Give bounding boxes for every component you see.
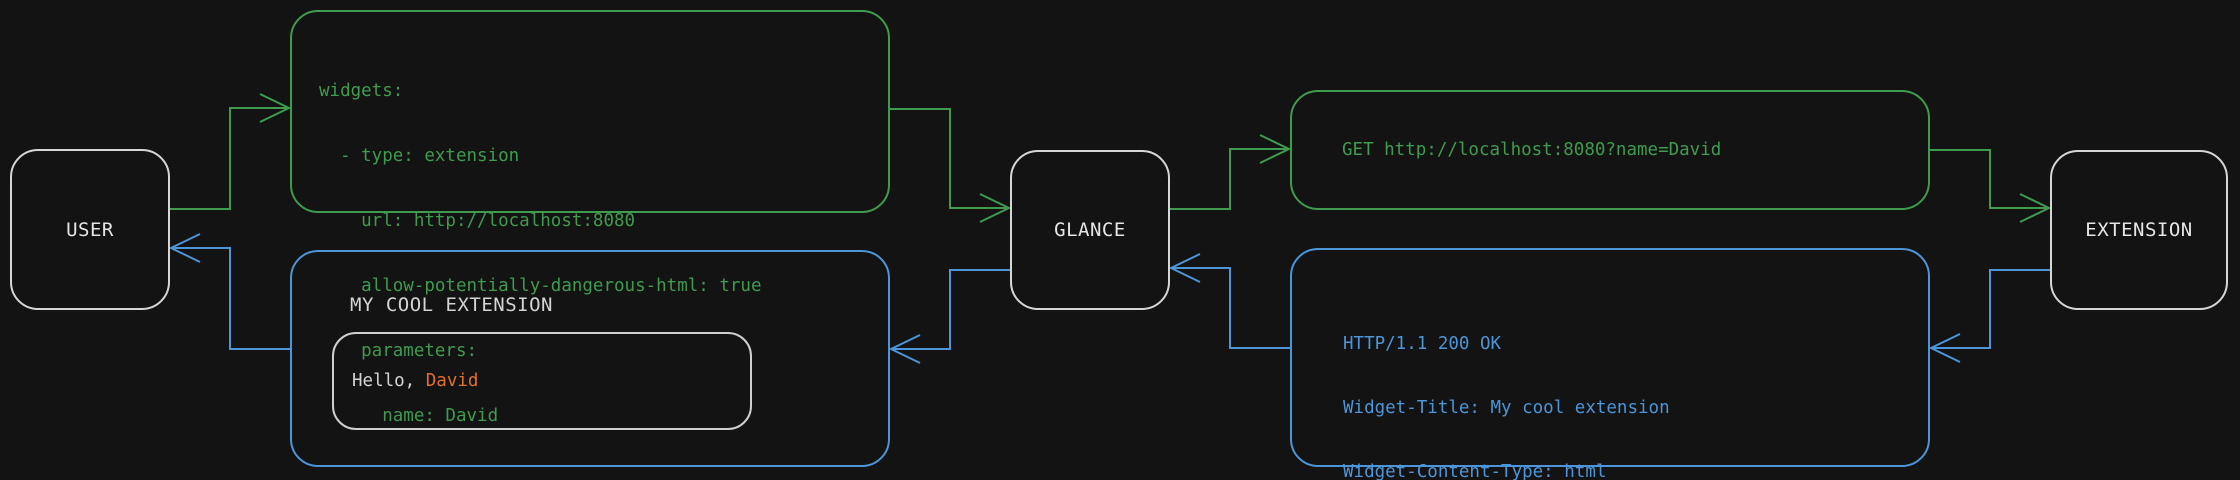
http-response-line: Widget-Content-Type: html bbox=[1343, 462, 1607, 480]
user-node-label: USER bbox=[66, 218, 114, 241]
glance-node: GLANCE bbox=[1010, 150, 1170, 310]
yaml-line: name: David bbox=[319, 406, 499, 426]
arrow-left-icon bbox=[888, 334, 921, 364]
wire-config-to-glance bbox=[890, 108, 1008, 209]
wire-request-to-extension bbox=[1930, 149, 2048, 209]
arrow-right-icon bbox=[259, 93, 292, 123]
yaml-line: parameters: bbox=[319, 341, 478, 361]
wire-glance-to-widget bbox=[892, 269, 1010, 350]
widget-title: MY COOL EXTENSION bbox=[350, 294, 553, 316]
wire-user-to-config bbox=[170, 107, 288, 210]
wire-widget-to-user bbox=[172, 247, 290, 350]
wire-response-to-glance bbox=[1172, 267, 1290, 349]
greeting-prefix: Hello, bbox=[352, 371, 426, 391]
yaml-line: allow-potentially-dangerous-html: true bbox=[319, 276, 762, 296]
yaml-line: widgets: bbox=[319, 81, 404, 101]
widget-render-box: Hello, David bbox=[332, 332, 752, 430]
http-response-line: Widget-Title: My cool extension bbox=[1343, 398, 1670, 418]
arrow-right-icon bbox=[2019, 193, 2052, 223]
arrow-left-icon bbox=[1168, 253, 1201, 283]
wire-extension-to-response bbox=[1932, 269, 2050, 349]
rendered-widget-box: MY COOL EXTENSION Hello, David bbox=[290, 250, 890, 467]
arrow-left-icon bbox=[168, 233, 201, 263]
yaml-line: - type: extension bbox=[319, 146, 520, 166]
glance-node-label: GLANCE bbox=[1054, 219, 1126, 241]
wire-glance-to-request bbox=[1170, 148, 1288, 210]
yaml-config-box: widgets: - type: extension url: http://l… bbox=[290, 10, 890, 426]
arrow-right-icon bbox=[1259, 134, 1292, 164]
http-response-box: HTTP/1.1 200 OK Widget-Title: My cool ex… bbox=[1290, 248, 1930, 480]
extension-node-label: EXTENSION bbox=[2085, 219, 2193, 241]
extension-node: EXTENSION bbox=[2050, 150, 2228, 310]
greeting-name: David bbox=[425, 371, 479, 391]
http-request-line: GET http://localhost:8080?name=David bbox=[1342, 140, 1722, 160]
yaml-line: url: http://localhost:8080 bbox=[319, 211, 636, 231]
http-request-box: GET http://localhost:8080?name=David bbox=[1290, 90, 1930, 210]
arrow-right-icon bbox=[979, 193, 1012, 223]
arrow-left-icon bbox=[1928, 333, 1961, 363]
user-node: USER bbox=[10, 149, 170, 310]
http-response-line: HTTP/1.1 200 OK bbox=[1343, 334, 1502, 354]
